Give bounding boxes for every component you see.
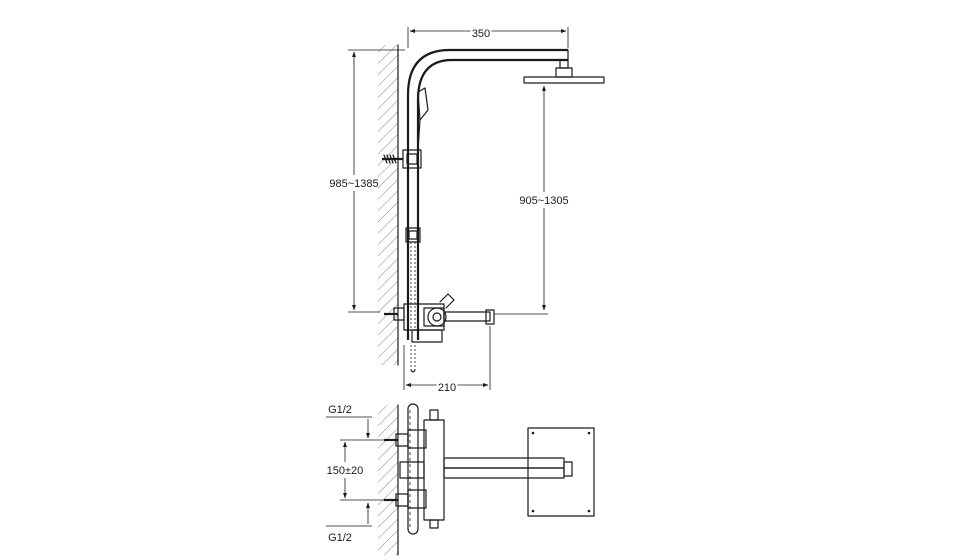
hand-shower-top [417,87,429,151]
front-view: G1/2 150±20 G1/2 [326,403,595,556]
shower-head-plan [527,427,595,517]
inlet-lower [384,489,427,509]
wall-side [378,44,399,366]
dim-label-985-1385: 985~1385 [329,178,378,190]
dim-label-g12-bottom: G1/2 [328,532,352,544]
side-view: 350 985~1385 905~1305 210 [329,26,605,396]
dim-head-height: 905~1305 [494,85,569,315]
inlet-upper [384,429,427,449]
dim-total-height: 985~1385 [329,49,405,313]
mixer-body [384,293,495,343]
dim-label-905-1305: 905~1305 [519,195,568,207]
dim-thread-bottom: G1/2 [326,502,372,544]
riser-front [407,403,419,535]
slider-holder [405,227,421,243]
wall-front [378,404,399,556]
dim-spout-length: 210 [403,326,491,396]
hose [410,242,416,373]
wall-bracket [382,149,422,169]
dim-arm-length: 350 [407,26,569,48]
dim-thread-top: G1/2 [326,404,372,439]
shower-head [523,59,605,84]
dim-centers: 150±20 [326,439,384,501]
mixer-front [399,409,573,529]
dim-label-350: 350 [472,28,490,40]
dim-label-150: 150±20 [327,465,364,477]
dim-label-g12-top: G1/2 [328,404,352,416]
dim-label-210: 210 [438,382,456,394]
